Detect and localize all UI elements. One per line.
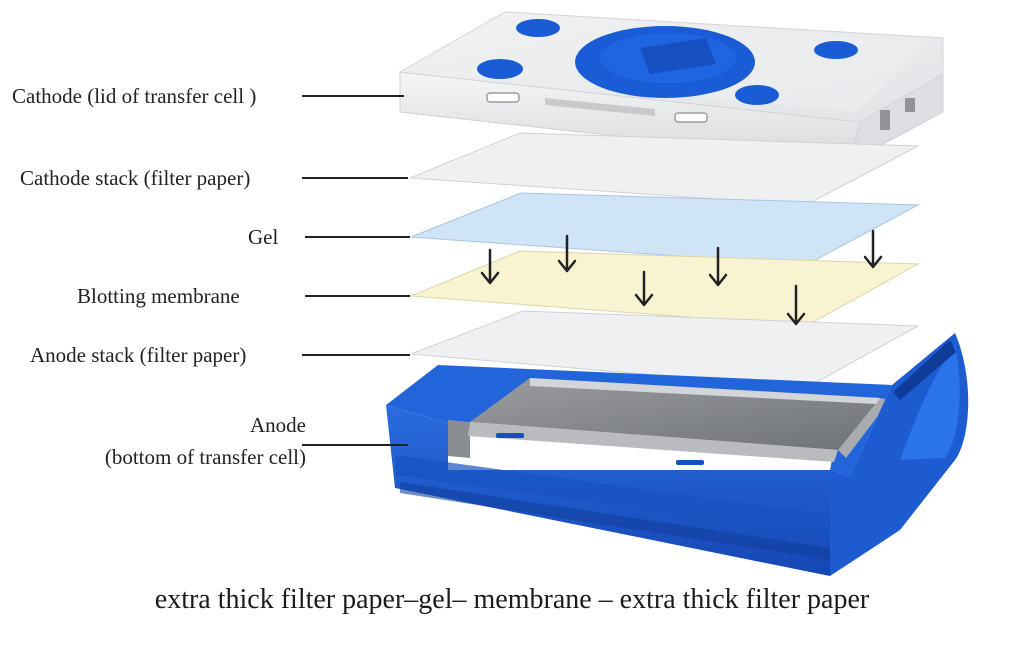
membrane-sheet [410, 250, 920, 327]
lid-hole-icon [516, 19, 560, 37]
cathode-stack-label: Cathode stack (filter paper) [20, 166, 251, 190]
diagram-caption: extra thick filter paper–gel– membrane –… [154, 584, 870, 615]
lid-hole-icon [814, 41, 858, 59]
anode-sublabel: (bottom of transfer cell) [104, 445, 306, 469]
down-arrow-icon [480, 248, 500, 285]
leader-lines [302, 95, 410, 446]
anode-stack-label: Anode stack (filter paper) [30, 343, 247, 367]
down-arrow-icon [634, 270, 654, 307]
lid-hole-icon [477, 59, 523, 79]
cathode-stack-sheet [409, 132, 920, 206]
lid-hole-icon [735, 85, 779, 105]
down-arrow-icon [557, 234, 577, 273]
membrane-label: Blotting membrane [77, 284, 240, 308]
anode-label: Anode [250, 413, 306, 437]
anode-tray [386, 333, 969, 576]
cathode-label: Cathode (lid of transfer cell ) [12, 84, 257, 108]
down-arrow-icon [786, 284, 806, 326]
down-arrow-icon [863, 229, 883, 269]
cathode-lid [398, 11, 944, 163]
gel-sheet [410, 192, 920, 266]
gel-label: Gel [248, 225, 279, 249]
down-arrow-icon [708, 246, 728, 287]
